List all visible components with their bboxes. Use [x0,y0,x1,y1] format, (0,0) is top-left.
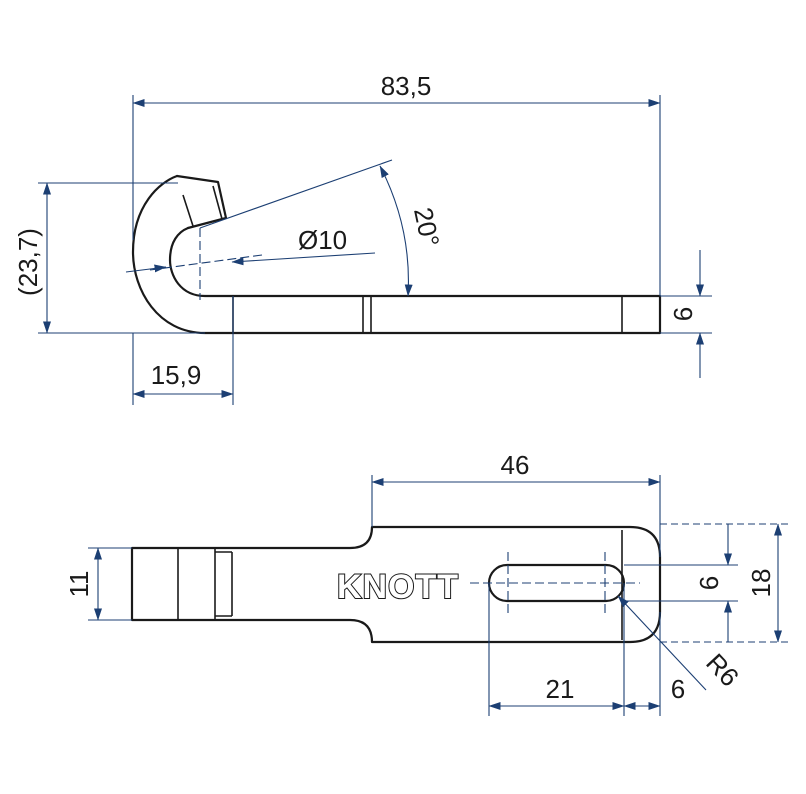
hook-tip [175,174,228,230]
dim-hook-width: 15,9 [151,360,202,390]
dim-bend-angle: 20° [408,205,446,250]
hook-tip-edge [182,194,194,227]
hook-tip-edge-2 [212,185,223,220]
angle-arc [379,165,413,297]
dim-overall-length: 83,5 [381,71,432,101]
dim-slot-offset: 21 [546,674,575,704]
top-view: KNOTT 46 11 6 18 21 6 R6 [64,450,790,716]
dim-end-offset: 6 [671,674,685,704]
dim-thickness: 6 [668,307,698,321]
leader-radius [617,595,707,691]
dim-shank-width: 11 [64,571,94,598]
dim-head-width: 18 [746,569,776,598]
hook-body-outline [131,174,662,335]
leader-bore-left [125,264,167,273]
dim-radius: R6 [700,647,745,692]
dim-bore-diameter: Ø10 [298,225,347,255]
dim-slot-length: 46 [501,450,530,480]
bore-center-horizontal [149,254,263,271]
angle-ref-line [199,159,393,229]
shank-block-chamfer [215,551,232,617]
hook-inner-curve [168,226,235,298]
dim-slot-width: 6 [694,576,724,590]
dim-height-ref: (23,7) [13,228,43,296]
brand-logo-text: KNOTT [337,568,459,606]
side-view: 83,5 (23,7) 15,9 Ø10 20° 6 [13,71,712,405]
leader-bore-right [231,252,376,266]
